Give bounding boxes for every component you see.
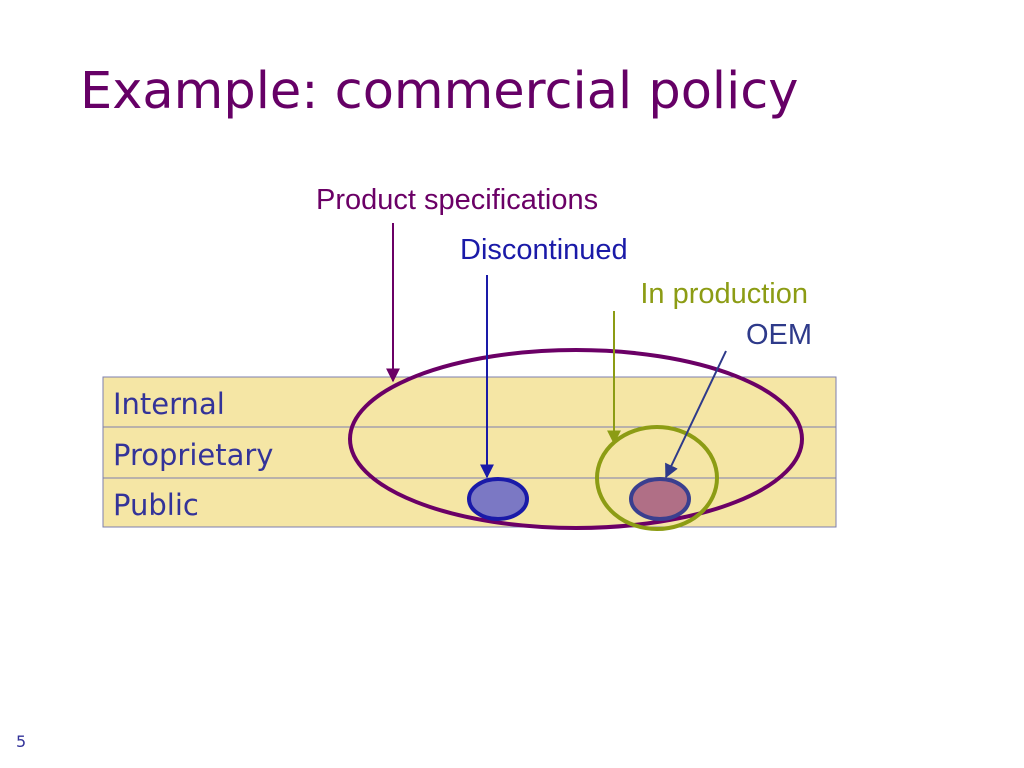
row-label-internal: Internal <box>113 387 225 421</box>
discontinued-marker <box>467 477 529 521</box>
table-row-proprietary <box>102 426 837 479</box>
in-production-circle <box>595 425 719 531</box>
table-row-internal <box>102 376 837 428</box>
oem-marker <box>629 477 691 521</box>
page-number: 5 <box>16 732 27 751</box>
row-label-public: Public <box>113 488 199 522</box>
oem-arrow <box>665 350 727 479</box>
oem-label: OEM <box>746 319 812 351</box>
slide-title: Example: commercial policy <box>80 62 799 121</box>
product-specifications-label: Product specifications <box>316 184 598 216</box>
row-label-proprietary: Proprietary <box>113 438 273 472</box>
in-production-label: In production <box>640 278 808 310</box>
product-specifications-ellipse <box>348 348 804 530</box>
discontinued-label: Discontinued <box>460 234 628 266</box>
